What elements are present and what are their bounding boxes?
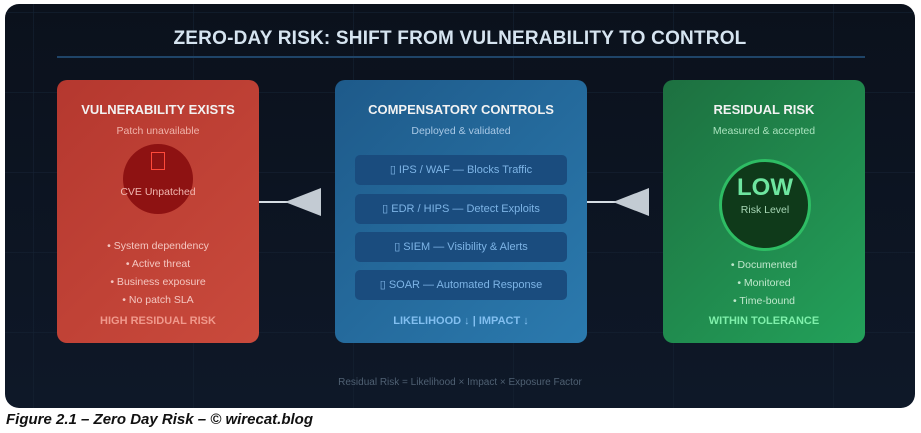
card-subtitle: Measured & accepted bbox=[712, 125, 816, 137]
bullet-item: • No patch SLA bbox=[122, 294, 194, 306]
title-divider bbox=[57, 56, 865, 58]
circle-label: CVE Unpatched bbox=[120, 186, 196, 198]
residual-risk-card: RESIDUAL RISK Measured & accepted LOW Ri… bbox=[663, 80, 865, 343]
lock-icon bbox=[151, 152, 165, 170]
bullet-item: • Business exposure bbox=[110, 276, 206, 288]
control-item-edr-hips: ▯ EDR / HIPS — Detect Exploits bbox=[355, 194, 567, 224]
card-heading: COMPENSATORY CONTROLS bbox=[368, 102, 554, 117]
card-subtitle: Patch unavailable bbox=[116, 125, 200, 137]
card-subtitle: Deployed & validated bbox=[411, 125, 511, 137]
bullet-item: • Documented bbox=[730, 259, 798, 271]
risk-formula: Residual Risk = Likelihood × Impact × Ex… bbox=[338, 377, 582, 388]
bullet-item: • Monitored bbox=[737, 277, 791, 289]
arrow-left-icon bbox=[587, 188, 649, 216]
arrow-left-icon bbox=[259, 188, 321, 216]
diagram-title: ZERO-DAY RISK: SHIFT FROM VULNERABILITY … bbox=[173, 28, 747, 49]
bullet-item: • System dependency bbox=[107, 240, 209, 252]
vulnerability-card: VULNERABILITY EXISTS Patch unavailable C… bbox=[57, 80, 259, 343]
controls-card: COMPENSATORY CONTROLS Deployed & validat… bbox=[335, 80, 587, 343]
control-item-ips-waf: ▯ IPS / WAF — Blocks Traffic bbox=[355, 155, 567, 185]
bullet-item: • Time-bound bbox=[732, 295, 796, 307]
bullet-list: • System dependency • Active threat • Bu… bbox=[57, 237, 259, 309]
card-heading: VULNERABILITY EXISTS bbox=[81, 102, 235, 117]
card-footer: WITHIN TOLERANCE bbox=[708, 315, 820, 327]
cve-circle: CVE Unpatched bbox=[120, 144, 196, 214]
risk-level-value: LOW bbox=[737, 174, 793, 201]
risk-level-circle: LOW Risk Level bbox=[719, 159, 811, 251]
diagram-panel: ZERO-DAY RISK: SHIFT FROM VULNERABILITY … bbox=[5, 4, 915, 408]
bullet-list: • Documented • Monitored • Time-bound bbox=[663, 256, 865, 310]
figure-caption: Figure 2.1 – Zero Day Risk – © wirecat.b… bbox=[6, 411, 313, 428]
card-heading: RESIDUAL RISK bbox=[713, 102, 815, 117]
card-footer: LIKELIHOOD ↓ | IMPACT ↓ bbox=[393, 315, 529, 327]
bullet-item: • Active threat bbox=[125, 258, 191, 270]
risk-level-label: Risk Level bbox=[740, 204, 790, 216]
control-item-siem: ▯ SIEM — Visibility & Alerts bbox=[355, 232, 567, 262]
control-item-soar: ▯ SOAR — Automated Response bbox=[355, 270, 567, 300]
card-footer: HIGH RESIDUAL RISK bbox=[100, 315, 216, 327]
